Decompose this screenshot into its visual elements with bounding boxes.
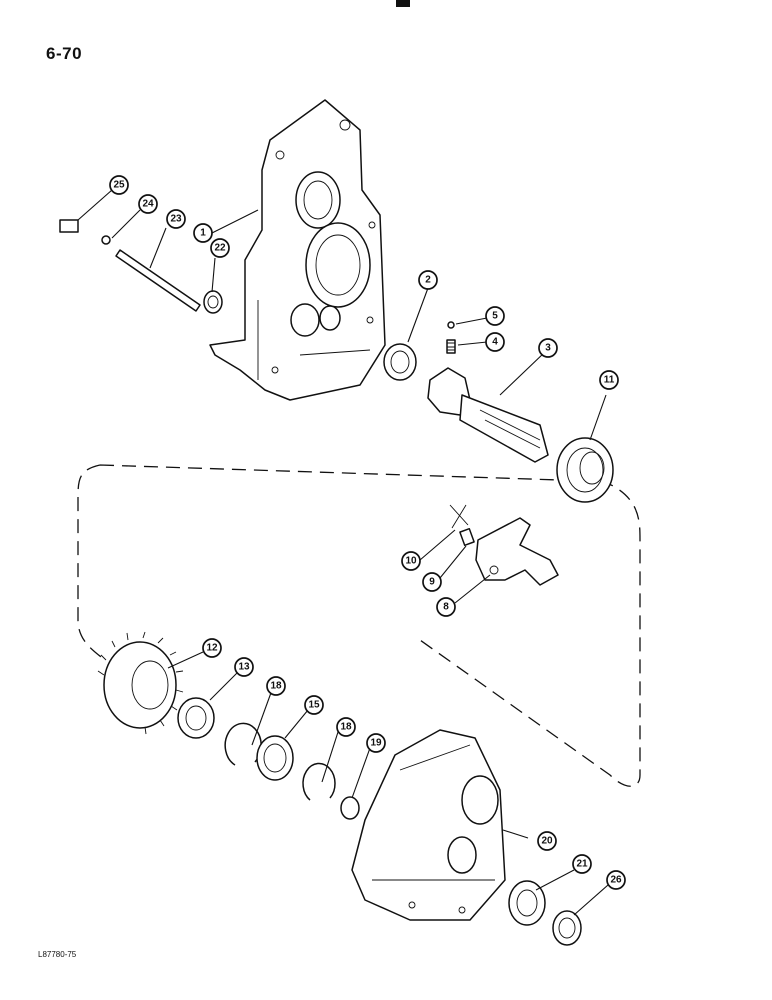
spring-part bbox=[446, 339, 456, 354]
assembly-boundary bbox=[77, 464, 641, 787]
svg-text:24: 24 bbox=[142, 199, 154, 210]
callout-8: 8 bbox=[436, 597, 456, 617]
callout-18b: 18 bbox=[336, 717, 356, 737]
snap-ring-part bbox=[224, 722, 262, 766]
cover-part bbox=[351, 729, 506, 921]
shift-collar-part bbox=[556, 437, 614, 503]
callout-1: 1 bbox=[193, 223, 213, 243]
svg-text:19: 19 bbox=[370, 738, 382, 749]
svg-text:8: 8 bbox=[443, 602, 449, 613]
svg-text:1: 1 bbox=[200, 228, 206, 239]
callout-15: 15 bbox=[304, 695, 324, 715]
callout-10: 10 bbox=[401, 551, 421, 571]
callout-26: 26 bbox=[606, 870, 626, 890]
svg-text:25: 25 bbox=[113, 180, 125, 191]
svg-text:20: 20 bbox=[541, 836, 553, 847]
callout-24: 24 bbox=[138, 194, 158, 214]
fitting-25-part bbox=[59, 219, 79, 233]
callout-25: 25 bbox=[109, 175, 129, 195]
callout-11: 11 bbox=[599, 370, 619, 390]
pinion-shaft-part bbox=[427, 367, 549, 463]
seal-26-part bbox=[552, 910, 582, 946]
snap-ring-2-part bbox=[302, 762, 336, 801]
svg-text:18: 18 bbox=[340, 722, 352, 733]
callout-20: 20 bbox=[537, 831, 557, 851]
svg-text:23: 23 bbox=[170, 214, 182, 225]
svg-text:9: 9 bbox=[429, 577, 435, 588]
callout-9: 9 bbox=[422, 572, 442, 592]
ball-part bbox=[447, 321, 455, 329]
svg-text:2: 2 bbox=[425, 275, 431, 286]
figure-code: L87780-75 bbox=[38, 950, 77, 959]
callout-22: 22 bbox=[210, 238, 230, 258]
leader-lines bbox=[77, 189, 609, 916]
svg-text:13: 13 bbox=[238, 662, 250, 673]
svg-text:5: 5 bbox=[492, 311, 498, 322]
seal-21-part bbox=[508, 880, 546, 926]
svg-text:26: 26 bbox=[610, 875, 622, 886]
nut-24-part bbox=[101, 235, 111, 245]
callout-18a: 18 bbox=[266, 676, 286, 696]
callout-13: 13 bbox=[234, 657, 254, 677]
svg-text:10: 10 bbox=[405, 556, 417, 567]
callout-3: 3 bbox=[538, 338, 558, 358]
shift-fork-part bbox=[475, 517, 559, 586]
callout-4: 4 bbox=[485, 332, 505, 352]
bearing-13-part bbox=[177, 697, 215, 739]
svg-text:12: 12 bbox=[206, 643, 218, 654]
lock-wire-part bbox=[449, 504, 469, 529]
bearing-15-part bbox=[256, 735, 294, 781]
gear-part bbox=[97, 631, 184, 735]
callout-21: 21 bbox=[572, 854, 592, 874]
seal-22-part bbox=[203, 290, 223, 314]
housing-part bbox=[209, 99, 386, 401]
svg-text:11: 11 bbox=[604, 375, 615, 386]
svg-text:15: 15 bbox=[308, 700, 320, 711]
page-number: 6-70 bbox=[46, 44, 83, 63]
callout-12: 12 bbox=[202, 638, 222, 658]
svg-text:3: 3 bbox=[545, 343, 551, 354]
small-ring-part bbox=[340, 796, 360, 820]
callout-23: 23 bbox=[166, 209, 186, 229]
rod-23-part bbox=[115, 249, 201, 312]
svg-text:21: 21 bbox=[576, 859, 588, 870]
callout-5: 5 bbox=[485, 306, 505, 326]
callout-2: 2 bbox=[418, 270, 438, 290]
svg-text:18: 18 bbox=[270, 681, 282, 692]
svg-text:22: 22 bbox=[214, 243, 226, 254]
bearing-part bbox=[383, 343, 417, 381]
svg-text:4: 4 bbox=[492, 337, 498, 348]
header-mark bbox=[396, 0, 410, 7]
callout-19: 19 bbox=[366, 733, 386, 753]
set-screw-part bbox=[459, 527, 475, 547]
